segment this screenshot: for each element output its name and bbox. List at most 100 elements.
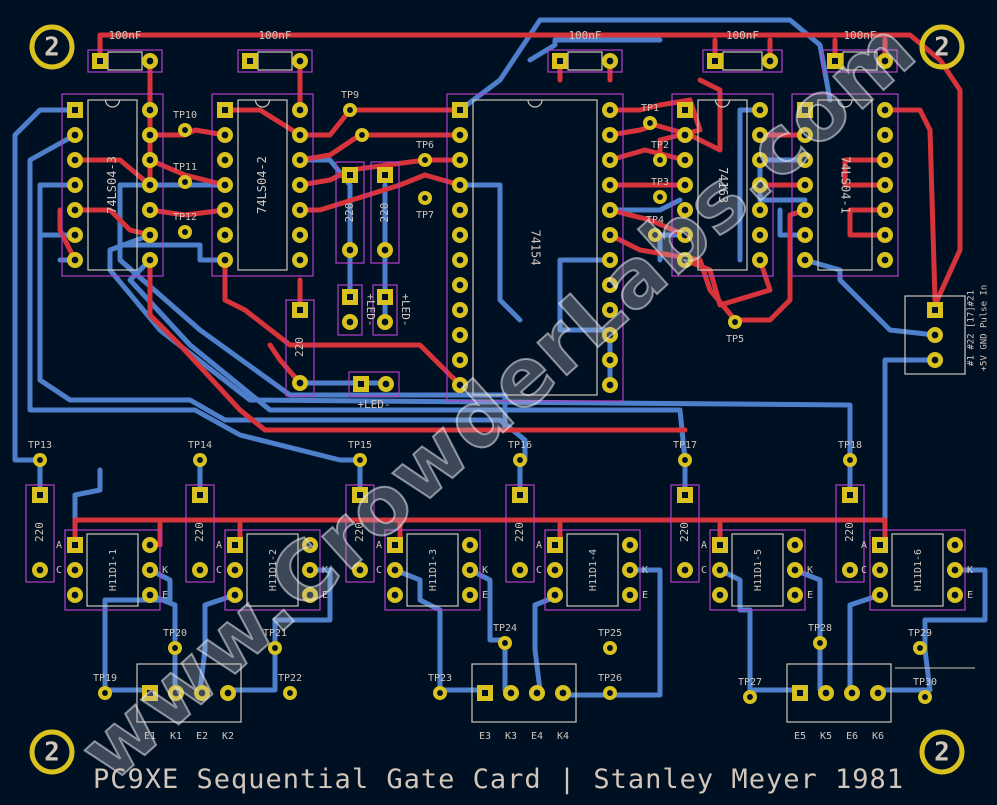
capacitor-value: 100nF (726, 29, 759, 42)
pad-hole (682, 107, 688, 113)
pad-hole (172, 645, 178, 651)
bottom-trace (882, 357, 938, 543)
pad-hole (296, 57, 304, 65)
pad-hole (346, 318, 354, 326)
pad-hole (456, 181, 464, 189)
pad-hole (456, 381, 464, 389)
chip-outline (237, 99, 288, 271)
pad-hole (382, 172, 388, 178)
opto-pin-letter: E (162, 590, 168, 601)
output-connector-pin-label: K2 (222, 731, 234, 742)
pad-hole (647, 120, 653, 126)
pad-hole (756, 256, 764, 264)
top-trace (72, 207, 153, 238)
test-point-label: TP21 (263, 628, 287, 639)
opto-pin-letter: A (701, 540, 707, 551)
opto-pin-letter: C (376, 565, 382, 576)
pad-hole (221, 181, 229, 189)
pad-hole (606, 381, 614, 389)
pad-hole (197, 492, 203, 498)
pad-hole (881, 106, 889, 114)
capacitor-courtyard (822, 49, 898, 73)
bottom-trace (27, 132, 363, 463)
opto-pin-letter: C (216, 565, 222, 576)
pad-hole (681, 156, 689, 164)
pad-hole (801, 231, 809, 239)
capacitor-courtyard (547, 49, 623, 73)
chip-outline (817, 99, 873, 271)
test-point-label: TP9 (341, 90, 359, 101)
opto-label: H11D1-1 (108, 549, 119, 591)
pad-hole (881, 181, 889, 189)
pad-hole (747, 694, 753, 700)
resistor-courtyard (505, 484, 535, 583)
led-courtyard (372, 284, 398, 336)
bottom-trace (607, 197, 683, 213)
pad-hole (182, 179, 188, 185)
top-trace (97, 32, 963, 308)
pad-hole (876, 566, 884, 574)
test-point-label: TP3 (651, 177, 669, 188)
opto-pin-letter: E (642, 590, 648, 601)
test-point-label: TP10 (173, 110, 197, 121)
test-point-label: TP18 (838, 440, 862, 451)
opto-outline (566, 533, 619, 607)
opto-pin-letter: C (536, 565, 542, 576)
opto-pin-letter: K (807, 565, 813, 576)
pad-hole (756, 206, 764, 214)
bottom-trace (717, 567, 753, 693)
pad-hole (766, 57, 774, 65)
resistor-value: 220 (513, 522, 526, 542)
pad-hole (606, 331, 614, 339)
pad-hole (221, 156, 229, 164)
pad-hole (652, 232, 658, 238)
pad-hole (552, 542, 558, 548)
capacitor-value: 100nF (843, 29, 876, 42)
chip-label: 74LS04-2 (255, 156, 269, 214)
pad-hole (306, 591, 314, 599)
top-trace (842, 157, 888, 188)
pad-hole (756, 131, 764, 139)
top-trace (57, 207, 78, 263)
pad-layer (29, 24, 965, 775)
pad-hole (607, 690, 613, 696)
chip-courtyard (791, 93, 899, 277)
test-point-label: TP22 (278, 673, 302, 684)
chip-label: 74LS04-3 (105, 156, 119, 214)
pad-hole (146, 131, 154, 139)
pad-hole (874, 689, 882, 697)
pad-hole (71, 131, 79, 139)
pad-hole (296, 106, 304, 114)
bottom-trace (802, 257, 938, 338)
pad-hole (146, 206, 154, 214)
pad-hole (847, 492, 853, 498)
pad-hole (357, 457, 363, 463)
top-trace (847, 207, 888, 238)
silkscreen-layer (25, 49, 975, 723)
bottom-trace (847, 592, 883, 693)
pad-hole (951, 591, 959, 599)
pad-hole (456, 356, 464, 364)
opto-outline (246, 533, 299, 607)
pad-hole (146, 57, 154, 65)
pad-hole (801, 156, 809, 164)
pad-hole (36, 566, 44, 574)
pad-hole (716, 566, 724, 574)
pad-hole (466, 541, 474, 549)
pad-hole (296, 206, 304, 214)
pad-hole (791, 591, 799, 599)
pad-hole (846, 566, 854, 574)
pad-hole (382, 294, 388, 300)
bottom-trace (457, 17, 833, 113)
output-connector-pin-label: K3 (505, 731, 517, 742)
pad-hole (146, 106, 154, 114)
bottom-trace (225, 567, 333, 693)
pad-hole (182, 229, 188, 235)
pad-hole (607, 645, 613, 651)
pad-hole (146, 541, 154, 549)
pad-hole (72, 107, 78, 113)
chip-courtyard (211, 93, 314, 277)
top-trace (682, 257, 773, 308)
opto-pin-letter: C (701, 565, 707, 576)
